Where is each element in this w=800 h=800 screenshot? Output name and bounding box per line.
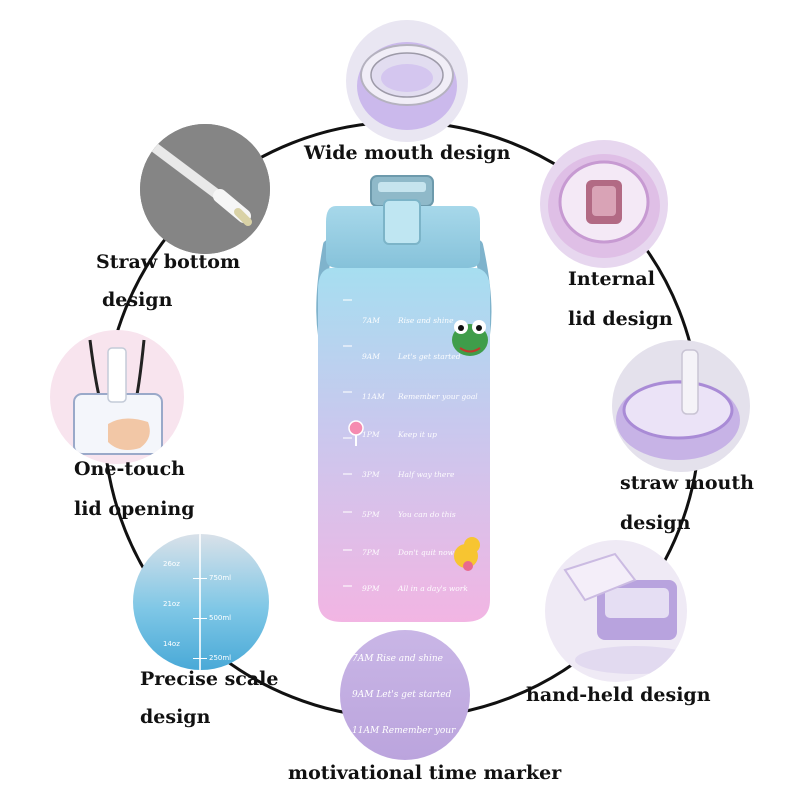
zoom-marker-time: 11AM: [352, 726, 383, 736]
label-one-touch-line2: lid opening: [74, 498, 195, 520]
label-one-touch-line1: One-touch: [74, 458, 185, 480]
scale-tick: [193, 578, 207, 579]
zoom-marker-row: 11AM Remember your goal: [352, 726, 470, 736]
scale-tick: [193, 618, 207, 619]
label-straw-bottom-line1: Straw bottom: [96, 251, 241, 273]
bottle-marker-text: Half way there: [398, 470, 455, 479]
lollipop-sticker: [348, 420, 364, 446]
label-internal-lid-line2: lid design: [568, 308, 673, 330]
one-touch-photo: [50, 330, 184, 464]
bottle-marker-text: Remember your goal: [398, 392, 478, 401]
frog-sticker: [452, 320, 488, 356]
scale-oz-mark: 14oz: [163, 640, 180, 648]
bottle-marker-time: 9PM: [362, 584, 380, 593]
bottle-marker-time: 9AM: [362, 352, 380, 361]
scale-ml-mark: 250ml: [209, 654, 232, 662]
zoom-marker-time: 7AM: [352, 654, 377, 664]
label-hand-held: hand-held design: [526, 684, 711, 706]
hand-held-photo: [545, 540, 687, 682]
bottle-marker-text: Keep it up: [398, 430, 437, 439]
bottle-marker-time: 1PM: [362, 430, 380, 439]
zoom-marker-text: Let's get started: [376, 690, 452, 700]
straw-mouth-photo: [612, 340, 750, 472]
zoom-marker-time: 9AM: [352, 690, 377, 700]
internal-lid-photo: [540, 140, 668, 268]
scale-ml-mark: 500ml: [209, 614, 232, 622]
bottle-marker-text: Don't quit now: [398, 548, 455, 557]
zoom-marker-text: Remember your goal: [382, 726, 470, 736]
bottle-marker-text: All in a day's work: [398, 584, 468, 593]
bottle-marker-time: 7AM: [362, 316, 380, 325]
scale-oz-mark: 26oz: [163, 560, 180, 568]
bottle-marker-text: You can do this: [398, 510, 456, 519]
wide-mouth-photo: [346, 20, 468, 142]
bottle-marker-time: 11AM: [362, 392, 385, 401]
zoom-marker-row: 7AM Rise and shine: [352, 654, 443, 664]
bottle-marker-text: Rise and shine: [398, 316, 454, 325]
scale-ml-mark: 750ml: [209, 574, 232, 582]
label-precise-scale-line1: Precise scale: [140, 668, 279, 690]
scale-tick: [193, 658, 207, 659]
zoom-marker-row: 9AM Let's get started: [352, 690, 451, 700]
label-straw-mouth-line1: straw mouth: [620, 472, 754, 494]
time-marker-photo: 7AM Rise and shine 9AM Let's get started 1…: [340, 630, 470, 760]
label-time-marker: motivational time marker: [288, 762, 562, 784]
bottle-marker-time: 7PM: [362, 548, 380, 557]
bottle-marker-text: Let's get started: [398, 352, 461, 361]
zoom-marker-text: Rise and shine: [376, 654, 443, 664]
straw-bottom-photo: [140, 124, 270, 254]
label-precise-scale-line2: design: [140, 706, 211, 728]
label-internal-lid-line1: Internal: [568, 268, 655, 290]
label-wide-mouth: Wide mouth design: [304, 142, 511, 164]
label-straw-mouth-line2: design: [620, 512, 691, 534]
precise-scale-photo: 750ml 26oz 500ml 21oz 250ml 14oz: [133, 534, 269, 670]
bottle-marker-time: 5PM: [362, 510, 380, 519]
scale-oz-mark: 21oz: [163, 600, 180, 608]
bottle-marker-time: 3PM: [362, 470, 380, 479]
duck-sticker: [454, 537, 480, 571]
label-straw-bottom-line2: design: [102, 289, 173, 311]
